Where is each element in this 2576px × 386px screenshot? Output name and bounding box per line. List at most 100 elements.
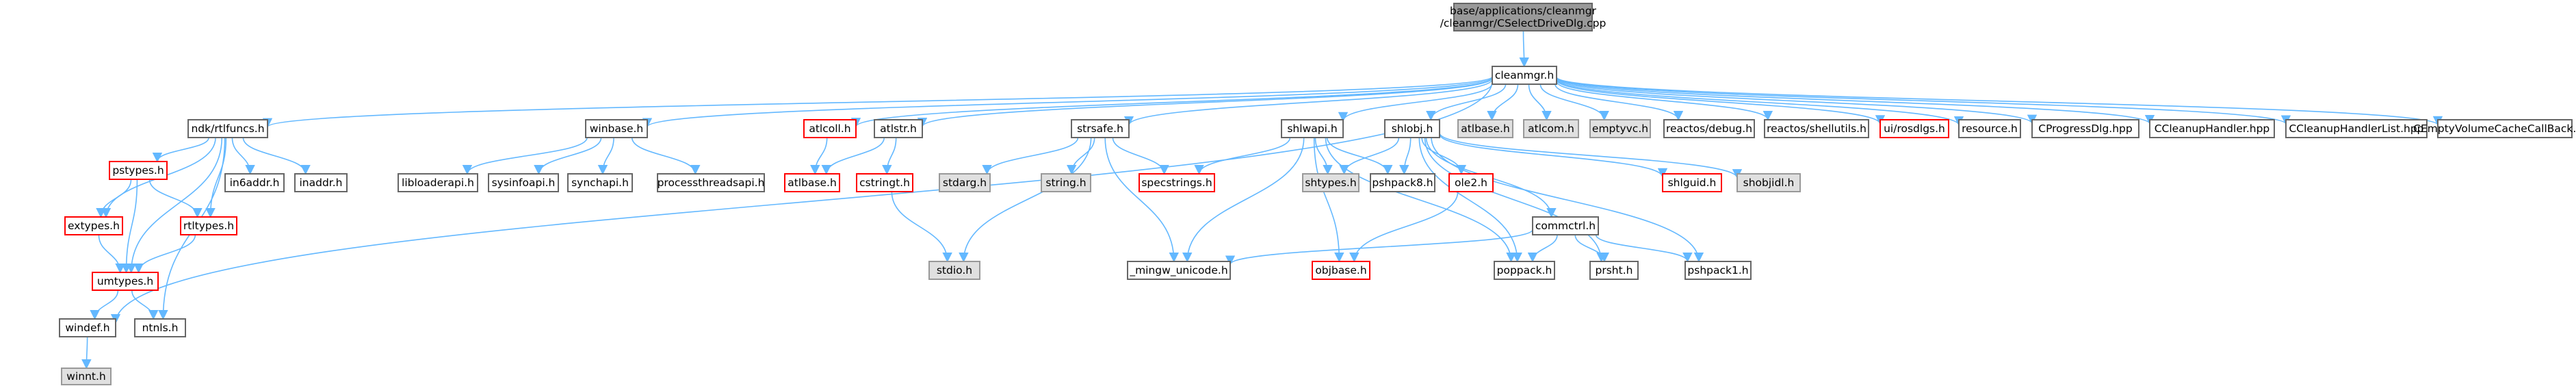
node-shtypes-h[interactable]: shtypes.h: [1302, 173, 1359, 192]
node-label: synchapi.h: [571, 177, 629, 189]
node-strsafe-h[interactable]: strsafe.h: [1071, 119, 1130, 138]
node-objbase-h[interactable]: objbase.h: [1312, 261, 1370, 280]
edge-ole2_h-to-objbase_h: [1349, 191, 1459, 263]
node-sysinfoapi-h[interactable]: sysinfoapi.h: [488, 173, 559, 192]
edge-cleanmgr_h-to-shlobj_h: [1426, 83, 1507, 121]
node-label: string.h: [1045, 177, 1086, 189]
node-synchapi-h[interactable]: synchapi.h: [567, 173, 633, 192]
node-box: [398, 173, 478, 192]
node-label: emptyvc.h: [1592, 123, 1648, 135]
edge-shlobj_h-to-shtypes_h: [1339, 137, 1400, 175]
node-cemptyvolume-hpp[interactable]: CEmptyVolumeCacheCallBack.hpp: [2413, 119, 2576, 138]
edge-shlobj_h-to-pshpack1_h: [1431, 137, 1704, 263]
node-processthreadsapi-h[interactable]: processthreadsapi.h: [657, 173, 765, 192]
edge-cleanmgr_h-to-ccleanuphandlerlist_hpp: [1556, 77, 2291, 125]
node-root[interactable]: base/applications/cleanmgr/cleanmgr/CSel…: [1440, 3, 1606, 31]
edge-cleanmgr_h-to-cemptyvolume_hpp: [1556, 76, 2443, 127]
edge-cleanmgr_h-to-atlbase_h_top: [1487, 83, 1519, 121]
node-box: [1958, 119, 2021, 138]
node-string-h[interactable]: string.h: [1041, 173, 1091, 192]
node-poppack-h[interactable]: poppack.h: [1494, 261, 1555, 280]
edge-atlstr_h-to-cstringt_h: [882, 137, 897, 175]
node-reactos-debug-h[interactable]: reactos/debug.h: [1663, 119, 1755, 138]
node-ui-rosdlgs-h[interactable]: ui/rosdlgs.h: [1879, 119, 1949, 138]
edge-umtypes_h-to-windef_h: [90, 290, 119, 320]
node-stdio-h[interactable]: stdio.h: [928, 261, 980, 280]
node-label: shtypes.h: [1305, 177, 1356, 189]
node-in6addr-h[interactable]: in6addr.h: [224, 173, 285, 192]
node-label: inaddr.h: [299, 177, 342, 189]
edge-ndk_rtlfuncs_h-to-inaddr_h: [242, 137, 311, 175]
node-winbase-h[interactable]: winbase.h: [585, 119, 648, 138]
node-box: [1312, 261, 1370, 280]
edge-strsafe_h-to-stdio_h: [959, 137, 1092, 263]
node-emptyvc-h[interactable]: emptyvc.h: [1589, 119, 1651, 138]
edge-commctrl_h-to-mingw_unicode_h: [1225, 229, 1533, 266]
node-prsht-h[interactable]: prsht.h: [1589, 261, 1639, 280]
node-cleanmgr-h[interactable]: cleanmgr.h: [1492, 66, 1557, 85]
node-label: strsafe.h: [1077, 123, 1123, 135]
edge-strsafe_h-to-specstrings_h: [1112, 137, 1169, 175]
node-box: [1764, 119, 1869, 138]
node-ccleanuphandlerlist-hpp[interactable]: CCleanupHandlerList.hpp: [2285, 119, 2428, 138]
node-pstypes-h[interactable]: pstypes.h: [109, 161, 168, 180]
node-specstrings-h[interactable]: specstrings.h: [1139, 173, 1215, 192]
node-ccleanuphandler-hpp[interactable]: CCleanupHandler.hpp: [2149, 119, 2275, 138]
node-box: [59, 318, 116, 337]
node-libloaderapi-h[interactable]: libloaderapi.h: [398, 173, 478, 192]
node-resource-h[interactable]: resource.h: [1958, 119, 2021, 138]
node-box: [1736, 173, 1801, 192]
edge-cleanmgr_h-to-ndk_rtlfuncs_h: [263, 76, 1493, 129]
node-shlguid-h[interactable]: shlguid.h: [1662, 173, 1722, 192]
node-reactos-shellutils-h[interactable]: reactos/shellutils.h: [1764, 119, 1869, 138]
edge-winbase_h-to-processthreadsapi_h: [631, 137, 701, 175]
node-ntnls-h[interactable]: ntnls.h: [134, 318, 186, 337]
node-shlwapi-h[interactable]: shlwapi.h: [1281, 119, 1344, 138]
node-label: atlstr.h: [880, 123, 917, 135]
node-box: [64, 216, 123, 235]
node-umtypes-h[interactable]: umtypes.h: [92, 272, 159, 291]
node-pshpack1-h[interactable]: pshpack1.h: [1684, 261, 1752, 280]
node-atlbase-h-top[interactable]: atlbase.h: [1457, 119, 1513, 138]
node-winnt-h[interactable]: winnt.h: [61, 368, 112, 385]
node-box: [134, 318, 186, 337]
edge-shlwapi_h-to-mingw_unicode_h: [1182, 137, 1305, 263]
node-mingw-unicode-h[interactable]: _mingw_unicode.h: [1127, 261, 1231, 280]
node-box: [1281, 119, 1344, 138]
node-rtltypes-h[interactable]: rtltypes.h: [180, 216, 237, 235]
edge-winbase_h-to-libloaderapi_h: [462, 137, 588, 175]
node-label: pshpack1.h: [1687, 264, 1748, 276]
edge-windef_h-to-winnt_h: [81, 336, 92, 370]
node-label: /cleanmgr/CSelectDriveDlg.cpp: [1440, 17, 1606, 29]
node-box: [2031, 119, 2139, 138]
node-extypes-h[interactable]: extypes.h: [64, 216, 123, 235]
node-label: CProgressDlg.hpp: [2038, 123, 2132, 135]
node-cstringt-h[interactable]: cstringt.h: [856, 173, 913, 192]
node-label: winbase.h: [590, 123, 644, 135]
node-commctrl-h[interactable]: commctrl.h: [1532, 216, 1599, 235]
node-stdarg-h[interactable]: stdarg.h: [939, 173, 991, 192]
edge-cleanmgr_h-to-ccleanuphandler_hpp: [1556, 77, 2155, 125]
node-atlbase-h[interactable]: atlbase.h: [784, 173, 840, 192]
node-windef-h[interactable]: windef.h: [59, 318, 116, 337]
node-box: [1879, 119, 1949, 138]
node-atlcom-h[interactable]: atlcom.h: [1523, 119, 1579, 138]
edge-shlwapi_h-to-poppack_h: [1325, 137, 1516, 263]
node-label: ntnls.h: [142, 322, 179, 334]
node-atlstr-h[interactable]: atlstr.h: [874, 119, 923, 138]
node-label: atlcom.h: [1528, 123, 1574, 135]
node-inaddr-h[interactable]: inaddr.h: [294, 173, 348, 192]
node-atlcoll-h[interactable]: atlcoll.h: [803, 119, 857, 138]
node-box: [61, 368, 112, 385]
node-label: umtypes.h: [97, 275, 153, 287]
node-ole2-h[interactable]: ole2.h: [1448, 173, 1494, 192]
node-pshpack8-h[interactable]: pshpack8.h: [1370, 173, 1435, 192]
node-box: [1589, 119, 1651, 138]
node-box: [856, 173, 913, 192]
node-box: [1684, 261, 1752, 280]
node-shlobj-h[interactable]: shlobj.h: [1384, 119, 1440, 138]
node-ndk-rtlfuncs-h[interactable]: ndk/rtlfuncs.h: [187, 119, 268, 138]
node-shobjidl-h[interactable]: shobjidl.h: [1736, 173, 1801, 192]
node-cprogressdlg-hpp[interactable]: CProgressDlg.hpp: [2031, 119, 2139, 138]
node-box: [1492, 66, 1557, 85]
